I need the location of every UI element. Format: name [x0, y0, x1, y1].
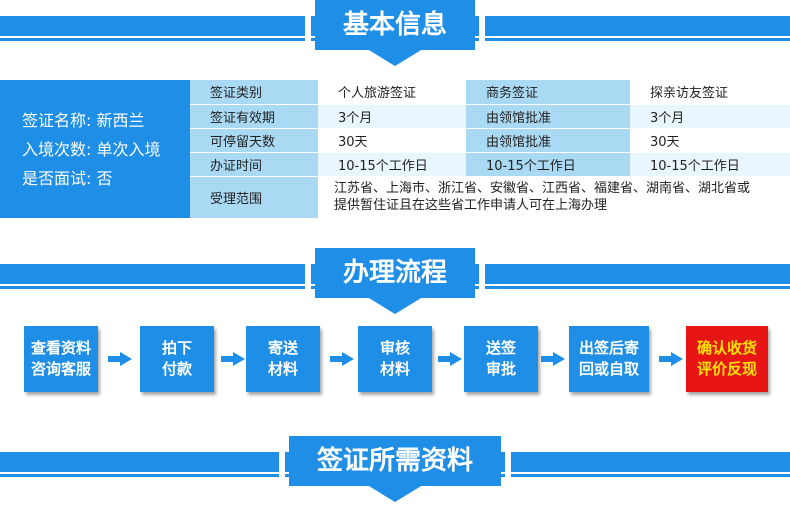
step-label: 拍下 — [161, 339, 192, 357]
table-cell: 由领馆批准 — [466, 128, 630, 153]
step-label: 评价反现 — [696, 360, 757, 378]
step-send-materials: 寄送 材料 — [246, 326, 320, 392]
step-pay: 拍下 付款 — [140, 326, 214, 392]
step-label: 材料 — [379, 360, 410, 378]
table-cell: 10-15个工作日 — [466, 152, 630, 177]
table-row: 办证时间 10-15个工作日 10-15个工作日 10-15个工作日 — [190, 152, 790, 177]
table-cell: 30天 — [630, 128, 790, 153]
scope-value: 江苏省、上海市、浙江省、安徽省、江西省、福建省、湖南省、湖北省或 提供暂住证且在… — [318, 176, 790, 219]
step-label: 出签后寄 — [578, 339, 639, 357]
table-cell: 3个月 — [318, 104, 466, 129]
step-label: 送签 — [485, 339, 516, 357]
table-cell: 10-15个工作日 — [630, 152, 790, 177]
section-title-process: 办理流程 — [304, 248, 486, 298]
table-cell: 办证时间 — [190, 152, 318, 177]
table-cell: 签证类别 — [190, 80, 318, 105]
section-header-process: 办理流程 — [0, 248, 790, 314]
section-header-basic-info: 基本信息 — [0, 0, 790, 66]
table-cell: 10-15个工作日 — [318, 152, 466, 177]
scope-line: 江苏省、上海市、浙江省、安徽省、江西省、福建省、湖南省、湖北省或 — [334, 181, 751, 196]
table-row: 可停留天数 30天 由领馆批准 30天 — [190, 128, 790, 153]
arrow-right-icon — [659, 352, 683, 366]
entry-count: 入境次数: 单次入境 — [22, 140, 161, 159]
table-row-scope: 受理范围 江苏省、上海市、浙江省、安徽省、江西省、福建省、湖南省、湖北省或 提供… — [190, 176, 790, 219]
step-submit: 送签 审批 — [464, 326, 538, 392]
step-review: 审核 材料 — [358, 326, 432, 392]
visa-summary-panel: 签证名称: 新西兰 入境次数: 单次入境 是否面试: 否 — [0, 80, 190, 218]
scope-line: 提供暂住证且在这些省工作申请人可在上海办理 — [334, 198, 608, 213]
arrow-right-icon — [221, 352, 245, 366]
table-cell: 探亲访友签证 — [630, 80, 790, 105]
table-cell: 签证有效期 — [190, 104, 318, 129]
step-label: 回或自取 — [578, 360, 639, 378]
table-cell: 个人旅游签证 — [318, 80, 466, 105]
process-flow: 查看资料 咨询客服 拍下 付款 寄送 材料 审核 材料 送签 审批 出签后寄 回… — [24, 326, 774, 392]
step-confirm: 确认收货 评价反现 — [686, 326, 768, 392]
visa-name: 签证名称: 新西兰 — [22, 111, 145, 130]
table-cell: 商务签证 — [466, 80, 630, 105]
section-title-materials: 签证所需资料 — [278, 436, 512, 486]
step-label: 咨询客服 — [30, 360, 91, 378]
step-label: 审批 — [485, 360, 516, 378]
scope-label: 受理范围 — [190, 176, 318, 219]
arrow-right-icon — [438, 352, 462, 366]
step-label: 付款 — [161, 360, 192, 378]
arrow-right-icon — [108, 352, 132, 366]
table-cell: 3个月 — [630, 104, 790, 129]
table-cell: 30天 — [318, 128, 466, 153]
step-return: 出签后寄 回或自取 — [569, 326, 649, 392]
step-label: 寄送 — [267, 339, 298, 357]
table-row: 签证类别 个人旅游签证 商务签证 探亲访友签证 — [190, 80, 790, 105]
interview-required: 是否面试: 否 — [22, 169, 113, 188]
arrow-right-icon — [330, 352, 354, 366]
step-label: 材料 — [267, 360, 298, 378]
arrow-right-icon — [541, 352, 565, 366]
visa-info-table: 签证类别 个人旅游签证 商务签证 探亲访友签证 签证有效期 3个月 由领馆批准 … — [190, 80, 790, 219]
step-label: 查看资料 — [30, 339, 91, 357]
table-cell: 可停留天数 — [190, 128, 318, 153]
table-cell: 由领馆批准 — [466, 104, 630, 129]
step-consult: 查看资料 咨询客服 — [24, 326, 98, 392]
section-header-materials: 签证所需资料 — [0, 436, 790, 502]
section-title-basic-info: 基本信息 — [304, 0, 486, 50]
step-label: 审核 — [379, 339, 410, 357]
step-label: 确认收货 — [696, 339, 757, 357]
table-row: 签证有效期 3个月 由领馆批准 3个月 — [190, 104, 790, 129]
